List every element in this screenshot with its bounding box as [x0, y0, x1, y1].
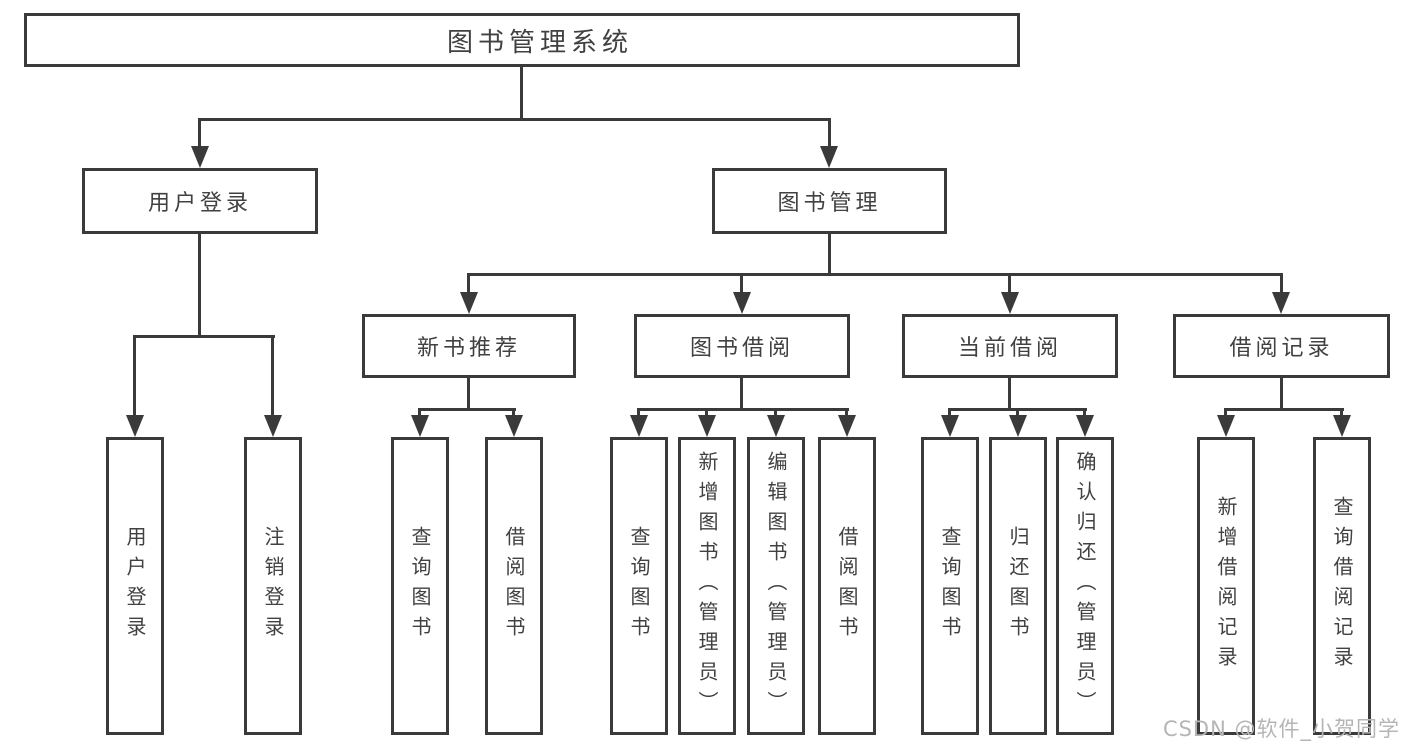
arrow-down-icon [505, 415, 523, 437]
arrow-down-icon [1076, 415, 1094, 437]
arrow-down-icon [1272, 292, 1290, 314]
connector-userlogin-stem [133, 335, 136, 418]
arrow-down-icon [820, 146, 838, 168]
connector-records-drop [1280, 378, 1283, 408]
node-new-book-recommend: 新书推荐 [362, 314, 576, 378]
arrow-down-icon [1217, 415, 1235, 437]
leaf-add-borrow-record: 新增借阅记录 [1197, 437, 1255, 735]
connector-borrowing-stem [705, 408, 708, 420]
connector-recommend-stem [418, 408, 421, 420]
connector-recommend-stem [512, 408, 515, 420]
arrow-down-icon [630, 415, 648, 437]
connector-root-stem-left [198, 118, 201, 150]
connector-root-rail [198, 118, 831, 121]
leaf-confirm-return-admin: 确认归还（管理员） [1056, 437, 1114, 735]
node-current-borrowing: 当前借阅 [902, 314, 1118, 378]
arrow-down-icon [767, 415, 785, 437]
connector-userlogin-drop [198, 234, 201, 335]
arrow-down-icon [733, 292, 751, 314]
arrow-down-icon [941, 415, 959, 437]
leaf-borrow-books-borrowing: 借阅图书 [818, 437, 876, 735]
connector-recommend-drop [467, 378, 470, 408]
leaf-edit-books-admin: 编辑图书（管理员） [747, 437, 805, 735]
connector-current-stem [1016, 408, 1019, 420]
arrow-down-icon [1333, 415, 1351, 437]
leaf-query-books-recommend: 查询图书 [391, 437, 449, 735]
connector-bookmgmt-stem [1280, 273, 1283, 296]
node-user-login: 用户登录 [82, 168, 318, 234]
connector-bookmgmt-drop [828, 234, 831, 273]
arrow-down-icon [1001, 292, 1019, 314]
arrow-down-icon [460, 292, 478, 314]
connector-root-stem-right [828, 118, 831, 150]
arrow-down-icon [264, 415, 282, 437]
connector-bookmgmt-stem [740, 273, 743, 296]
connector-bookmgmt-stem [467, 273, 470, 296]
arrow-down-icon [126, 415, 144, 437]
connector-root-drop [520, 67, 523, 118]
leaf-add-books-admin: 新增图书（管理员） [678, 437, 736, 735]
connector-bookmgmt-rail [467, 273, 1283, 276]
arrow-down-icon [698, 415, 716, 437]
leaf-borrow-books-recommend: 借阅图书 [485, 437, 543, 735]
node-root: 图书管理系统 [24, 13, 1020, 67]
node-book-borrowing: 图书借阅 [634, 314, 850, 378]
connector-records-rail [1224, 408, 1344, 411]
watermark: CSDN @软件_小贺同学 [1162, 717, 1400, 741]
connector-recommend-rail [418, 408, 516, 411]
node-book-management: 图书管理 [712, 168, 947, 234]
connector-records-stem [1224, 408, 1227, 420]
connector-borrowing-stem [774, 408, 777, 420]
arrow-down-icon [191, 146, 209, 168]
connector-current-stem [1083, 408, 1086, 420]
leaf-user-login: 用户登录 [106, 437, 164, 735]
connector-borrowing-rail [637, 408, 849, 411]
connector-userlogin-rail [133, 335, 275, 338]
connector-bookmgmt-stem [1008, 273, 1011, 296]
connector-borrowing-stem [637, 408, 640, 420]
arrow-down-icon [838, 415, 856, 437]
connector-current-stem [948, 408, 951, 420]
node-borrow-records: 借阅记录 [1173, 314, 1390, 378]
arrow-down-icon [411, 415, 429, 437]
leaf-query-borrow-record: 查询借阅记录 [1313, 437, 1371, 735]
leaf-return-books: 归还图书 [989, 437, 1047, 735]
connector-current-drop [1008, 378, 1011, 408]
leaf-query-books-current: 查询图书 [921, 437, 979, 735]
arrow-down-icon [1009, 415, 1027, 437]
connector-borrowing-drop [740, 378, 743, 408]
leaf-query-books-borrowing: 查询图书 [610, 437, 668, 735]
connector-borrowing-stem [845, 408, 848, 420]
connector-userlogin-stem [271, 335, 274, 418]
connector-records-stem [1340, 408, 1343, 420]
leaf-logout: 注销登录 [244, 437, 302, 735]
